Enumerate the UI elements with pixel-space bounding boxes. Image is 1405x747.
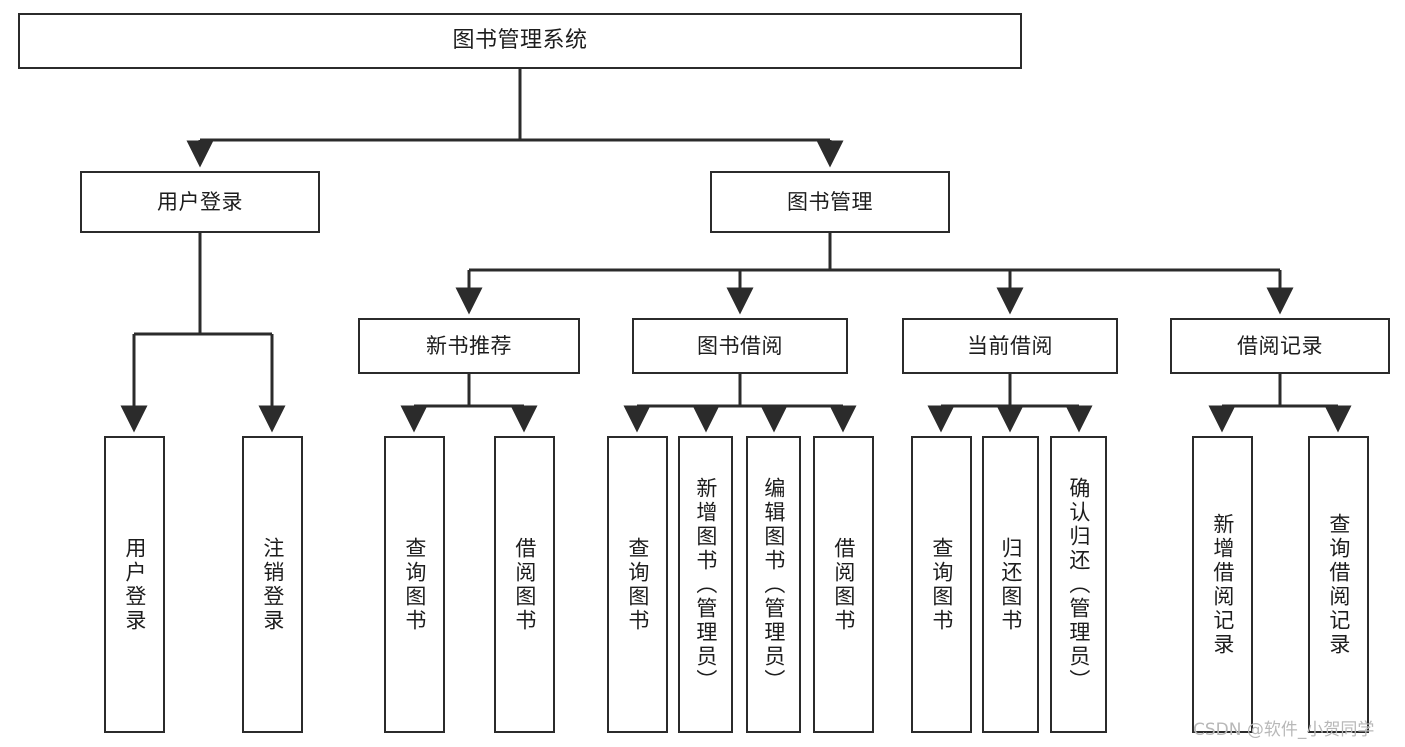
node-leaf-query-record[interactable]: 查询借阅记录 <box>1308 436 1369 733</box>
node-user-login[interactable]: 用户登录 <box>80 171 320 233</box>
node-leaf-add-book[interactable]: 新增图书（管理员） <box>678 436 733 733</box>
node-leaf-borrow-book-1-label: 借阅图书 <box>512 536 537 633</box>
node-leaf-edit-book-label: 编辑图书（管理员） <box>761 476 786 693</box>
node-leaf-query-book-3[interactable]: 查询图书 <box>911 436 972 733</box>
node-leaf-user-login[interactable]: 用户登录 <box>104 436 165 733</box>
node-leaf-user-login-label: 用户登录 <box>122 536 147 633</box>
node-leaf-query-book-1[interactable]: 查询图书 <box>384 436 445 733</box>
node-root[interactable]: 图书管理系统 <box>18 13 1022 69</box>
node-borrow-record[interactable]: 借阅记录 <box>1170 318 1390 374</box>
node-new-book-recommend-label: 新书推荐 <box>426 333 512 358</box>
node-leaf-query-book-3-label: 查询图书 <box>929 536 954 633</box>
node-borrow-record-label: 借阅记录 <box>1237 333 1323 358</box>
node-leaf-query-book-2-label: 查询图书 <box>625 536 650 633</box>
node-leaf-user-logout[interactable]: 注销登录 <box>242 436 303 733</box>
node-leaf-query-book-1-label: 查询图书 <box>402 536 427 633</box>
node-leaf-confirm-return[interactable]: 确认归还（管理员） <box>1050 436 1107 733</box>
node-leaf-borrow-book-2-label: 借阅图书 <box>831 536 856 633</box>
watermark: CSDN @软件_小贺同学 <box>1193 720 1375 740</box>
node-leaf-return-book[interactable]: 归还图书 <box>982 436 1039 733</box>
node-current-borrow[interactable]: 当前借阅 <box>902 318 1118 374</box>
node-new-book-recommend[interactable]: 新书推荐 <box>358 318 580 374</box>
node-leaf-user-logout-label: 注销登录 <box>260 536 285 633</box>
node-user-login-label: 用户登录 <box>157 189 243 214</box>
node-leaf-add-record[interactable]: 新增借阅记录 <box>1192 436 1253 733</box>
node-leaf-query-book-2[interactable]: 查询图书 <box>607 436 668 733</box>
node-leaf-edit-book[interactable]: 编辑图书（管理员） <box>746 436 801 733</box>
node-book-borrow-label: 图书借阅 <box>697 333 783 358</box>
node-leaf-return-book-label: 归还图书 <box>998 536 1023 633</box>
node-leaf-add-record-label: 新增借阅记录 <box>1210 512 1235 657</box>
node-root-label: 图书管理系统 <box>452 28 588 54</box>
node-leaf-borrow-book-2[interactable]: 借阅图书 <box>813 436 874 733</box>
node-book-borrow[interactable]: 图书借阅 <box>632 318 848 374</box>
node-leaf-borrow-book-1[interactable]: 借阅图书 <box>494 436 555 733</box>
node-book-manage[interactable]: 图书管理 <box>710 171 950 233</box>
node-leaf-add-book-label: 新增图书（管理员） <box>693 476 718 693</box>
node-book-manage-label: 图书管理 <box>787 189 873 214</box>
node-leaf-confirm-return-label: 确认归还（管理员） <box>1066 476 1091 693</box>
node-current-borrow-label: 当前借阅 <box>967 333 1053 358</box>
node-leaf-query-record-label: 查询借阅记录 <box>1326 512 1351 657</box>
